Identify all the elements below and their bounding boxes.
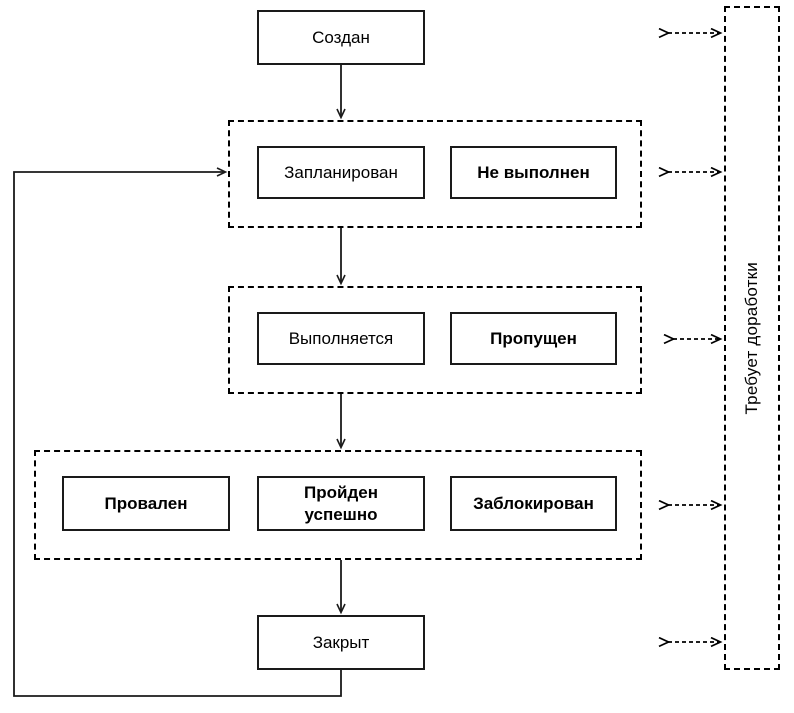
rework-panel[interactable]: Требует доработки (724, 6, 780, 670)
state-in-progress[interactable]: Выполняется (257, 312, 425, 365)
state-failed[interactable]: Провален (62, 476, 230, 531)
rework-panel-label: Требует доработки (742, 261, 761, 415)
state-passed[interactable]: Пройден успешно (257, 476, 425, 531)
state-planned[interactable]: Запланирован (257, 146, 425, 199)
state-not-done[interactable]: Не выполнен (450, 146, 617, 199)
state-created[interactable]: Создан (257, 10, 425, 65)
state-blocked[interactable]: Заблокирован (450, 476, 617, 531)
state-skipped[interactable]: Пропущен (450, 312, 617, 365)
state-closed[interactable]: Закрыт (257, 615, 425, 670)
